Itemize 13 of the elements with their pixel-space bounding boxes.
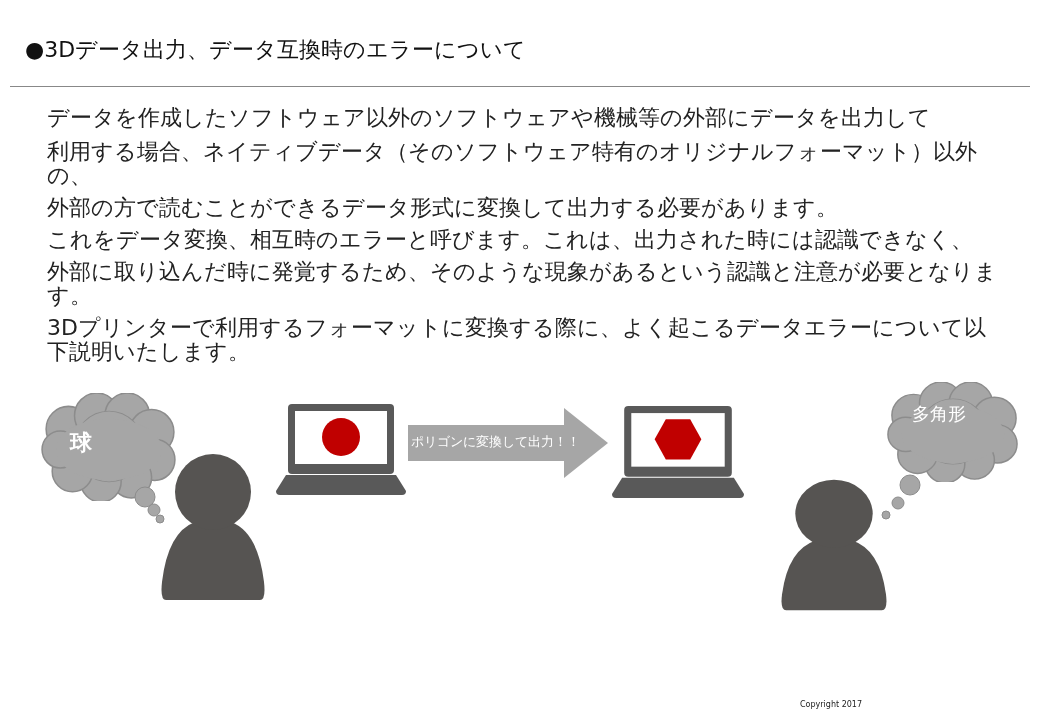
person-silhouette bbox=[160, 452, 266, 602]
laptop-drawing bbox=[276, 403, 406, 495]
copyright-note: Copyright 2017 bbox=[800, 700, 862, 709]
body-paragraph: 外部に取り込んだ時に発覚するため、そのような現象があるという認識と注意が必要となります。 bbox=[47, 260, 997, 308]
slide-title: ●3Dデータ出力、データ互換時のエラーについて bbox=[25, 36, 527, 64]
person-silhouette bbox=[780, 478, 888, 612]
laptop-drawing bbox=[612, 405, 744, 498]
body-paragraph: 利用する場合、ネイティブデータ（そのソフトウェア特有のオリジナルフォーマット）以外の、 bbox=[47, 140, 978, 188]
body-paragraph: 外部の方で読むことができるデータ形式に変換して出力する必要があります。 bbox=[47, 196, 839, 220]
body-paragraph: データを作成したソフトウェア以外のソフトウェアや機械等の外部にデータを出力して bbox=[47, 106, 932, 130]
block-arrow bbox=[408, 408, 608, 478]
body-paragraph: 3Dプリンターで利用するフォーマットに変換する際に、よく起こるデータエラーについて以下説明いたします。 bbox=[47, 316, 987, 364]
body-paragraph: これをデータ変換、相互時のエラーと呼びます。これは、出力された時には認識できなく、 bbox=[47, 228, 974, 252]
